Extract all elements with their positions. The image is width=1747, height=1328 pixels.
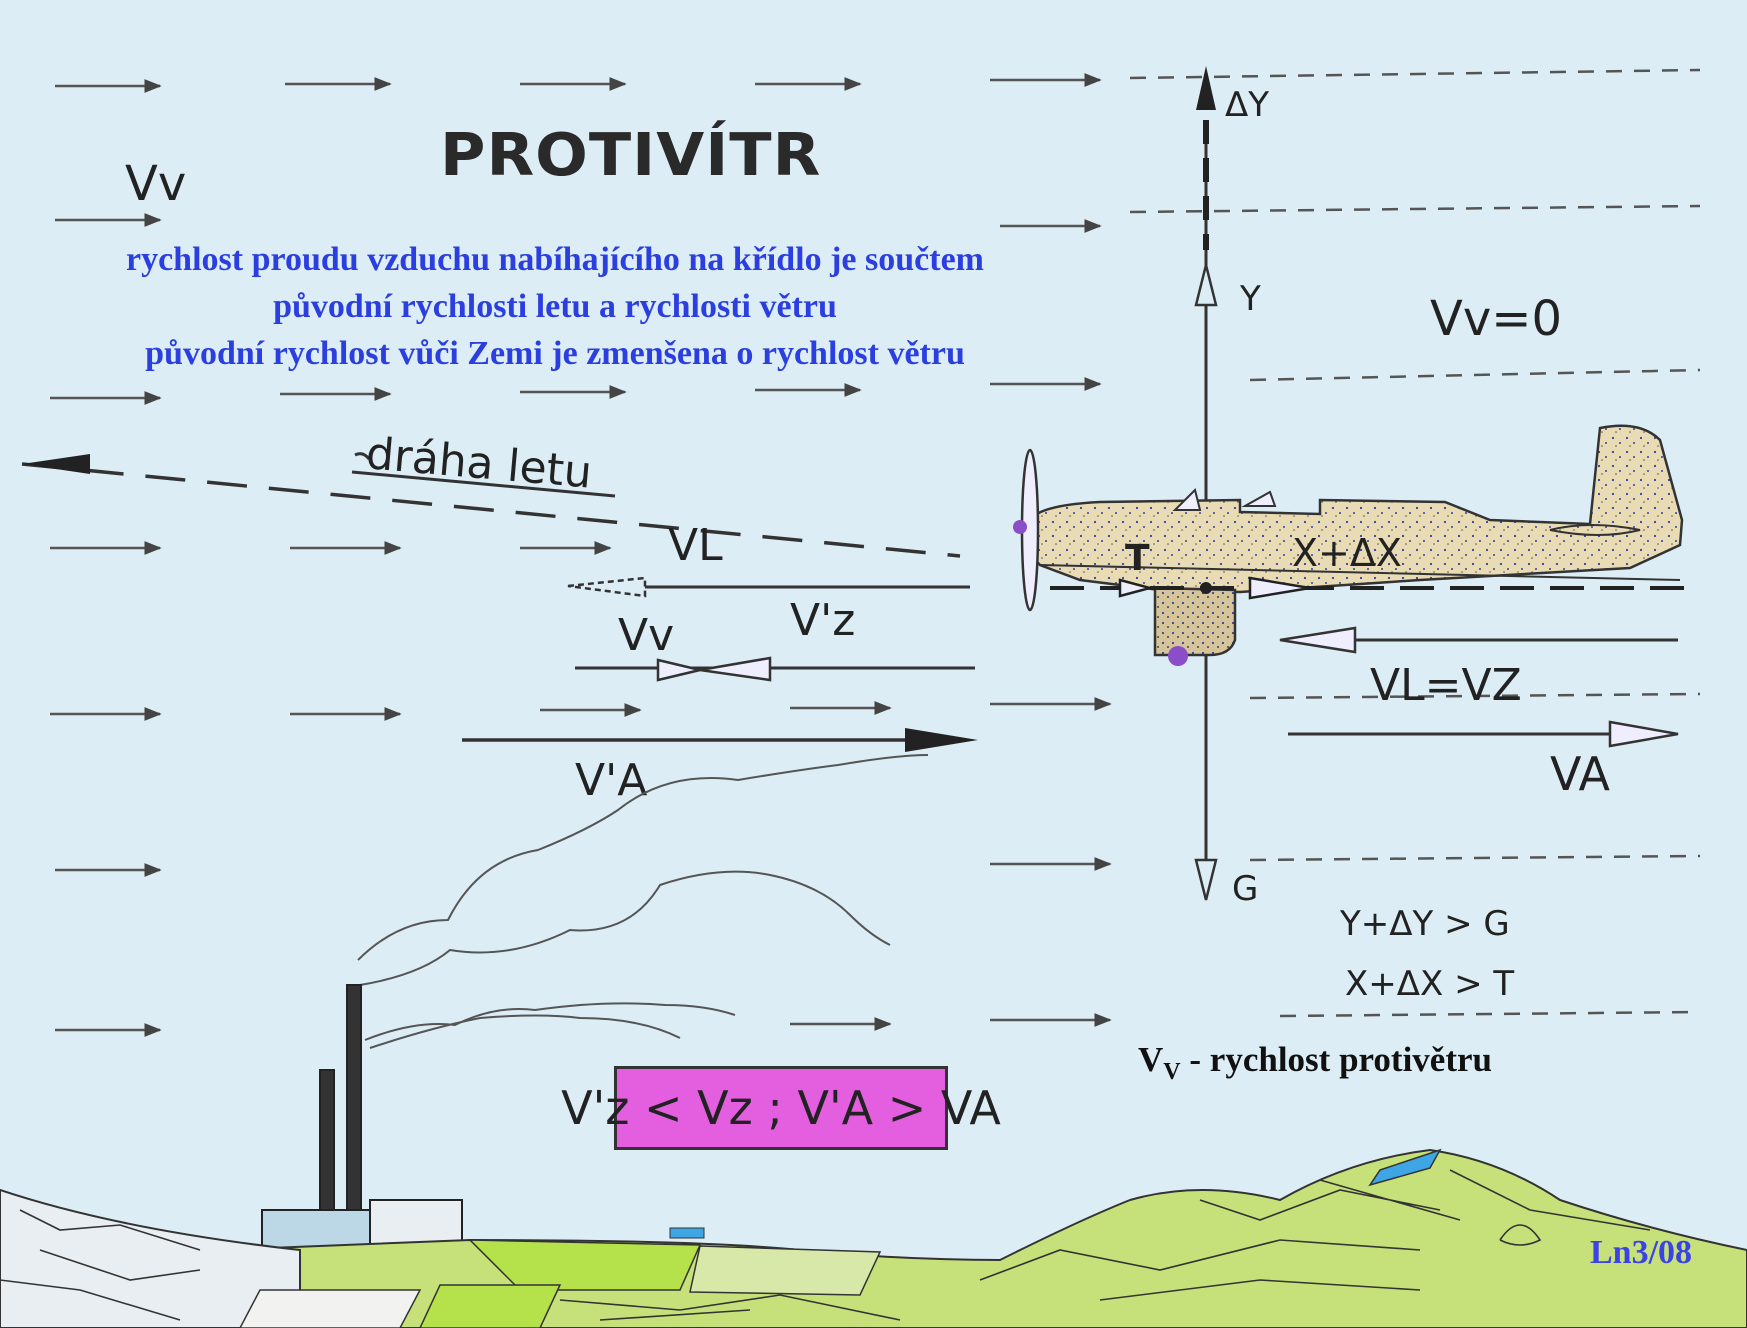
va-vector: [1288, 720, 1679, 748]
vz-prime-label: V'z: [790, 595, 855, 646]
flight-path-underline: [351, 470, 616, 498]
va-label: VA: [1550, 747, 1611, 801]
delta-y-label: ΔY: [1225, 85, 1269, 125]
legend-symbol-subscript: V: [1163, 1059, 1181, 1085]
page-title: PROTIVÍTR: [440, 119, 822, 190]
landscape: [0, 1148, 1747, 1328]
smoke-plume: [357, 754, 929, 1049]
thrust-label: T: [1125, 538, 1150, 579]
vector-vv-vz: [575, 656, 975, 682]
vector-va-prime: [462, 728, 978, 752]
calm-air-lines: [1129, 68, 1701, 1018]
force-axis: [1194, 66, 1218, 901]
airplane: [1013, 424, 1684, 666]
vl-vz-label: VL=VZ: [1370, 660, 1522, 711]
description: rychlost proudu vzduchu nabíhajícího na …: [50, 236, 1060, 377]
legend: VV - rychlost protivětru: [1138, 1040, 1492, 1086]
flight-path: [21, 452, 961, 558]
vl-vz-vector: [1279, 626, 1678, 654]
thrust-condition: X+ΔX > T: [1345, 964, 1514, 1004]
wind-zero-label: Vv=0: [1430, 291, 1562, 347]
comparison-box: V'z < Vz ; V'A > VA: [561, 1066, 1001, 1150]
vv-label: Vv: [618, 610, 674, 661]
vector-vl: [567, 576, 970, 598]
vl-label: VL: [668, 520, 723, 571]
wind-speed-label-left: Vv: [125, 156, 186, 212]
legend-symbol: V: [1138, 1040, 1164, 1079]
description-line-1: rychlost proudu vzduchu nabíhajícího na …: [125, 241, 984, 278]
lift-condition: Y+ΔY > G: [1339, 904, 1510, 944]
wind-arrows: [50, 73, 1112, 1037]
description-line-2: původní rychlosti letu a rychlosti větru: [273, 288, 837, 325]
description-line-3: původní rychlost vůči Zemi je zmenšena o…: [145, 335, 965, 372]
thrust-and-drag-vectors: [1050, 576, 1700, 600]
reference-code: Ln3/08: [1590, 1234, 1693, 1271]
g-label: G: [1232, 869, 1258, 909]
drag-label: X+ΔX: [1292, 531, 1402, 575]
flight-path-label: dráha letu: [364, 428, 594, 499]
legend-text: - rychlost protivětru: [1180, 1040, 1493, 1079]
y-label: Y: [1239, 279, 1261, 319]
